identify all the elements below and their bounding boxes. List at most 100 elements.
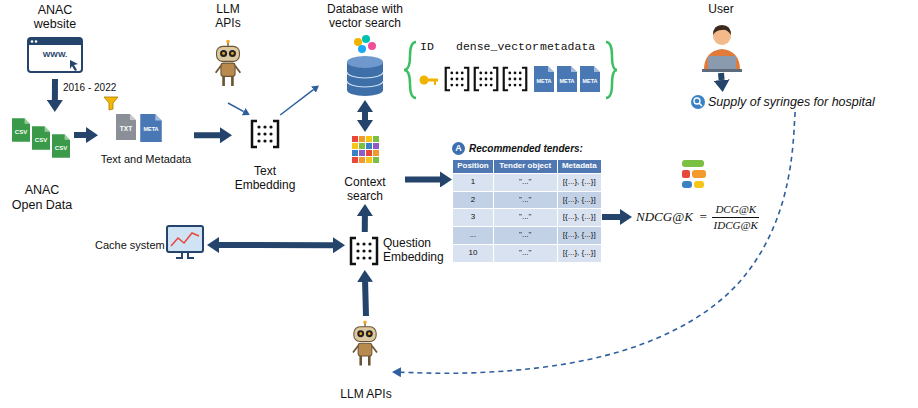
formula-term: NDCG@K [633, 210, 696, 225]
table-row: 10"..."[{...}, {...}] [453, 244, 602, 262]
index-schema: IDdense_vectormetadata [412, 40, 604, 100]
search-badge [691, 95, 705, 109]
database-icon [358, 45, 366, 53]
table-row: 1"..."[{...}, {...}] [453, 173, 602, 191]
website-icon [28, 38, 82, 45]
cache-icon [176, 252, 194, 258]
context-icon [352, 157, 358, 163]
node-text: Cache system [95, 239, 165, 252]
filter-icon [104, 97, 118, 110]
schema-icons [504, 68, 527, 91]
database-icon [354, 38, 362, 46]
table-row: 2"..."[{...}, {...}] [453, 191, 602, 209]
flow-arrow [362, 112, 368, 120]
table-cell: "..." [493, 191, 557, 209]
schema-icons [557, 66, 577, 92]
embedding-icon [252, 121, 278, 147]
user-icon [702, 25, 742, 72]
cache-system: Cache system [95, 222, 207, 268]
table-row: ..."..."[{...}, {...}] [453, 227, 602, 245]
question-embedding-icon [351, 238, 377, 264]
question-embedding-icon [351, 238, 377, 264]
formula-term: DCG@K [712, 203, 759, 218]
formula-term: IDCG@K [711, 218, 761, 232]
context-icon [359, 136, 365, 142]
context-icon [352, 150, 358, 156]
node-text: Supply of syringes for hospital [708, 95, 875, 109]
user: User [690, 3, 752, 73]
schema-icons [475, 68, 498, 91]
metric-icon [682, 160, 704, 167]
user-icon [713, 25, 731, 35]
database-icon [347, 56, 383, 68]
column-header: Position [453, 160, 494, 174]
metric-icon [692, 170, 706, 178]
flow-arrow [280, 90, 313, 115]
flow-arrow [405, 177, 440, 183]
flow-arrow [52, 79, 58, 100]
csv-icons [32, 126, 50, 149]
file-type: META [534, 79, 554, 85]
csv-icons [12, 118, 70, 157]
context-icon [352, 136, 358, 142]
context-icon [359, 143, 365, 149]
table-cell: 10 [453, 244, 494, 262]
flow-arrow [362, 282, 369, 316]
flow-arrow [362, 216, 368, 232]
txt-icon [116, 114, 136, 140]
text-embedding: Text Embedding [232, 115, 298, 193]
file-type: CSV [32, 137, 50, 143]
node-text: ANAC Open Data [10, 183, 74, 212]
context-icon [352, 143, 358, 149]
table-cell: ... [453, 227, 494, 245]
database-icon [362, 35, 370, 43]
node-text: Question Embedding [383, 237, 449, 265]
database-icon [368, 42, 376, 50]
schema-icons [404, 42, 416, 98]
context-icon [366, 157, 372, 163]
table-cell: [{...}, {...}] [557, 244, 601, 262]
filter-icon [104, 97, 118, 110]
file-type: META [557, 79, 577, 85]
formula-term: = [696, 210, 711, 225]
search-badge [699, 103, 702, 106]
metric-icon [682, 160, 706, 188]
flow-arrow [74, 132, 86, 138]
field-name: dense_vector [456, 40, 539, 53]
flow-arrow [219, 242, 333, 248]
schema-icons [606, 42, 617, 98]
metric-icon [682, 181, 692, 188]
metric-icon [682, 170, 690, 178]
meta-icon [140, 114, 162, 142]
file-type: TXT [116, 126, 136, 133]
table-cell: 2 [453, 191, 494, 209]
txt-icon [116, 114, 136, 140]
website-icon [28, 38, 82, 72]
user-icon [704, 49, 740, 70]
schema-icons [434, 81, 436, 85]
field-name: metadata [540, 40, 595, 53]
robot-icon [353, 320, 377, 365]
node-text: LLM APIs [208, 3, 248, 31]
website-icon [28, 38, 82, 72]
node-text: User [708, 3, 733, 17]
table-cell: [{...}, {...}] [557, 191, 601, 209]
csv-icons [12, 118, 30, 141]
flow-arrow [718, 73, 725, 80]
context-search: Context search [325, 132, 405, 204]
context-icon [352, 136, 379, 163]
table-cell: 1 [453, 173, 494, 191]
user-query: Supply of syringes for hospital [688, 92, 898, 112]
file-type: CSV [52, 145, 70, 151]
cache-icon [171, 233, 199, 246]
table-caption: Recommended tenders: [469, 143, 583, 155]
ndcg-formula: NDCG@K=DCG@KIDCG@K [632, 198, 762, 236]
robot-icon [216, 40, 241, 86]
table-title: ARecommended tenders: [452, 142, 602, 155]
tender-table: ARecommended tenders:PositionTender obje… [452, 142, 602, 292]
schema-icons [580, 66, 600, 92]
meta-icon [140, 114, 162, 142]
column-header: Metadata [557, 160, 601, 174]
